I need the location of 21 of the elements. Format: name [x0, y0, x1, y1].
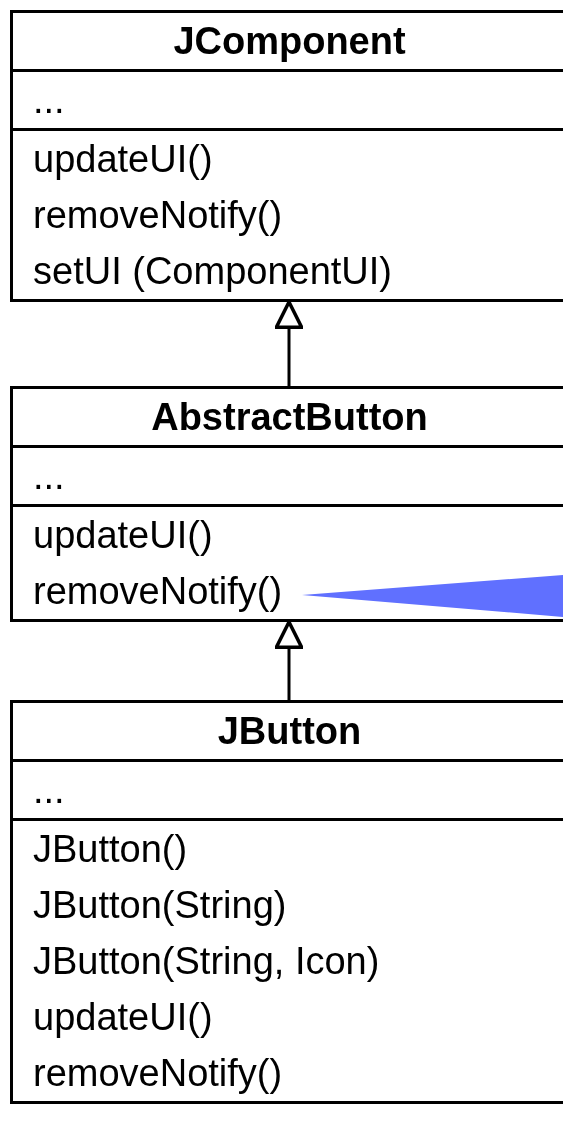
method-text: JButton(String, Icon) [32, 939, 380, 984]
attribute-text: ... [32, 768, 65, 813]
attribute-text: ... [32, 454, 65, 499]
inheritance-arrow [274, 620, 304, 700]
method-text: removeNotify() [32, 569, 283, 614]
class-name: JComponent [173, 19, 406, 64]
method-text: updateUI() [32, 995, 213, 1040]
method-text: JButton() [32, 827, 188, 872]
method-text: removeNotify() [32, 1051, 283, 1096]
class-name: JButton [217, 709, 362, 754]
class-name: AbstractButton [151, 395, 428, 440]
class-box [10, 10, 563, 302]
class-box [10, 700, 563, 1104]
method-text: updateUI() [32, 137, 213, 182]
method-text: updateUI() [32, 513, 213, 558]
method-text: removeNotify() [32, 193, 283, 238]
method-text: setUI (ComponentUI) [32, 249, 392, 294]
attribute-text: ... [32, 78, 65, 123]
class-box [10, 386, 563, 622]
method-text: JButton(String) [32, 883, 287, 928]
inheritance-arrow [274, 300, 304, 386]
